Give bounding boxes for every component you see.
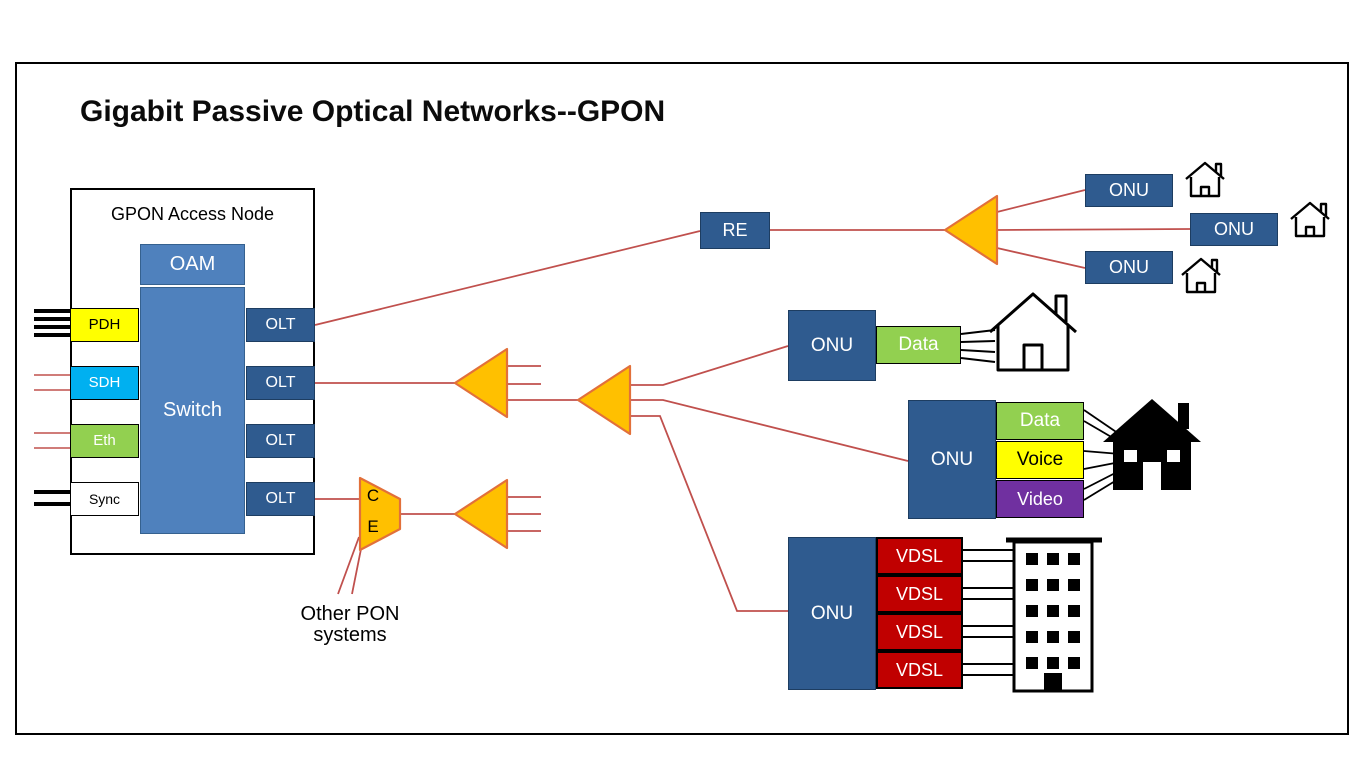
- coexistence-element-shape: [358, 476, 402, 552]
- fiber-to-single-family-onu: [630, 345, 789, 386]
- input-box-eth: Eth: [70, 424, 139, 458]
- house-icon-small-2: [1289, 201, 1331, 238]
- fiber-to-onu-2: [996, 228, 1191, 231]
- sync-trunk-lines: [34, 490, 72, 506]
- onu-box-mdu: ONU: [788, 537, 876, 690]
- onu-box-triple-play: ONU: [908, 400, 996, 519]
- switch-box: Switch: [140, 287, 245, 534]
- fiber-to-triple-play-onu: [630, 399, 909, 462]
- vdsl-port-box-4: VDSL: [876, 651, 963, 689]
- olt-box-3: OLT: [246, 424, 315, 458]
- ce-label-c: C: [366, 486, 380, 506]
- splitter-icon-mid-1: [453, 347, 509, 419]
- sdh-input-lines: [34, 374, 70, 391]
- other-pon-line2: systems: [313, 624, 387, 646]
- other-pon-line-a: [337, 536, 360, 595]
- service-box-data: Data: [996, 402, 1084, 440]
- fiber-to-onu-1: [996, 189, 1086, 213]
- input-box-pdh: PDH: [70, 308, 139, 342]
- service-box-video: Video: [996, 480, 1084, 518]
- vdsl-port-box-2: VDSL: [876, 575, 963, 613]
- other-pon-line1: Other PON: [300, 603, 400, 625]
- fiber-to-mdu-onu: [630, 415, 788, 612]
- onu-box-top-2: ONU: [1190, 213, 1278, 246]
- access-node-label: GPON Access Node: [110, 203, 275, 224]
- splitter-icon-mid-2: [576, 364, 632, 436]
- other-pon-line-b: [351, 548, 362, 595]
- fiber-to-onu-3: [996, 247, 1086, 269]
- splitter-icon-bottom: [453, 478, 509, 550]
- house-icon-solid: [1103, 399, 1201, 490]
- diagram-title: Gigabit Passive Optical Networks--GPON: [80, 95, 666, 128]
- other-pon-label: Other PON systems: [270, 592, 430, 658]
- fiber-lines: [314, 189, 1191, 612]
- building-icon: [1006, 537, 1102, 693]
- house-icon-small-1: [1184, 161, 1226, 198]
- oam-box: OAM: [140, 244, 245, 285]
- onu-box-top-3: ONU: [1085, 251, 1173, 284]
- service-box-data-single: Data: [876, 326, 961, 364]
- onu-box-single-family: ONU: [788, 310, 876, 381]
- splitter-icon-top: [943, 194, 999, 266]
- copper-lines-vdsl: [963, 549, 1014, 676]
- olt-box-2: OLT: [246, 366, 315, 400]
- service-box-voice: Voice: [996, 441, 1084, 479]
- pdh-trunk-lines: [34, 309, 72, 337]
- eth-input-lines: [34, 432, 70, 449]
- input-box-sdh: SDH: [70, 366, 139, 400]
- vdsl-port-box-1: VDSL: [876, 537, 963, 575]
- house-icon-large: [989, 292, 1077, 372]
- vdsl-port-box-3: VDSL: [876, 613, 963, 651]
- re-box: RE: [700, 212, 770, 249]
- onu-box-top-1: ONU: [1085, 174, 1173, 207]
- input-box-sync: Sync: [70, 482, 139, 516]
- fiber-olt1-to-re: [314, 230, 701, 326]
- olt-box-4: OLT: [246, 482, 315, 516]
- copper-lines-single-family: [960, 329, 996, 363]
- ce-label-e: E: [367, 517, 379, 537]
- olt-box-1: OLT: [246, 308, 315, 342]
- house-icon-small-3: [1180, 257, 1222, 294]
